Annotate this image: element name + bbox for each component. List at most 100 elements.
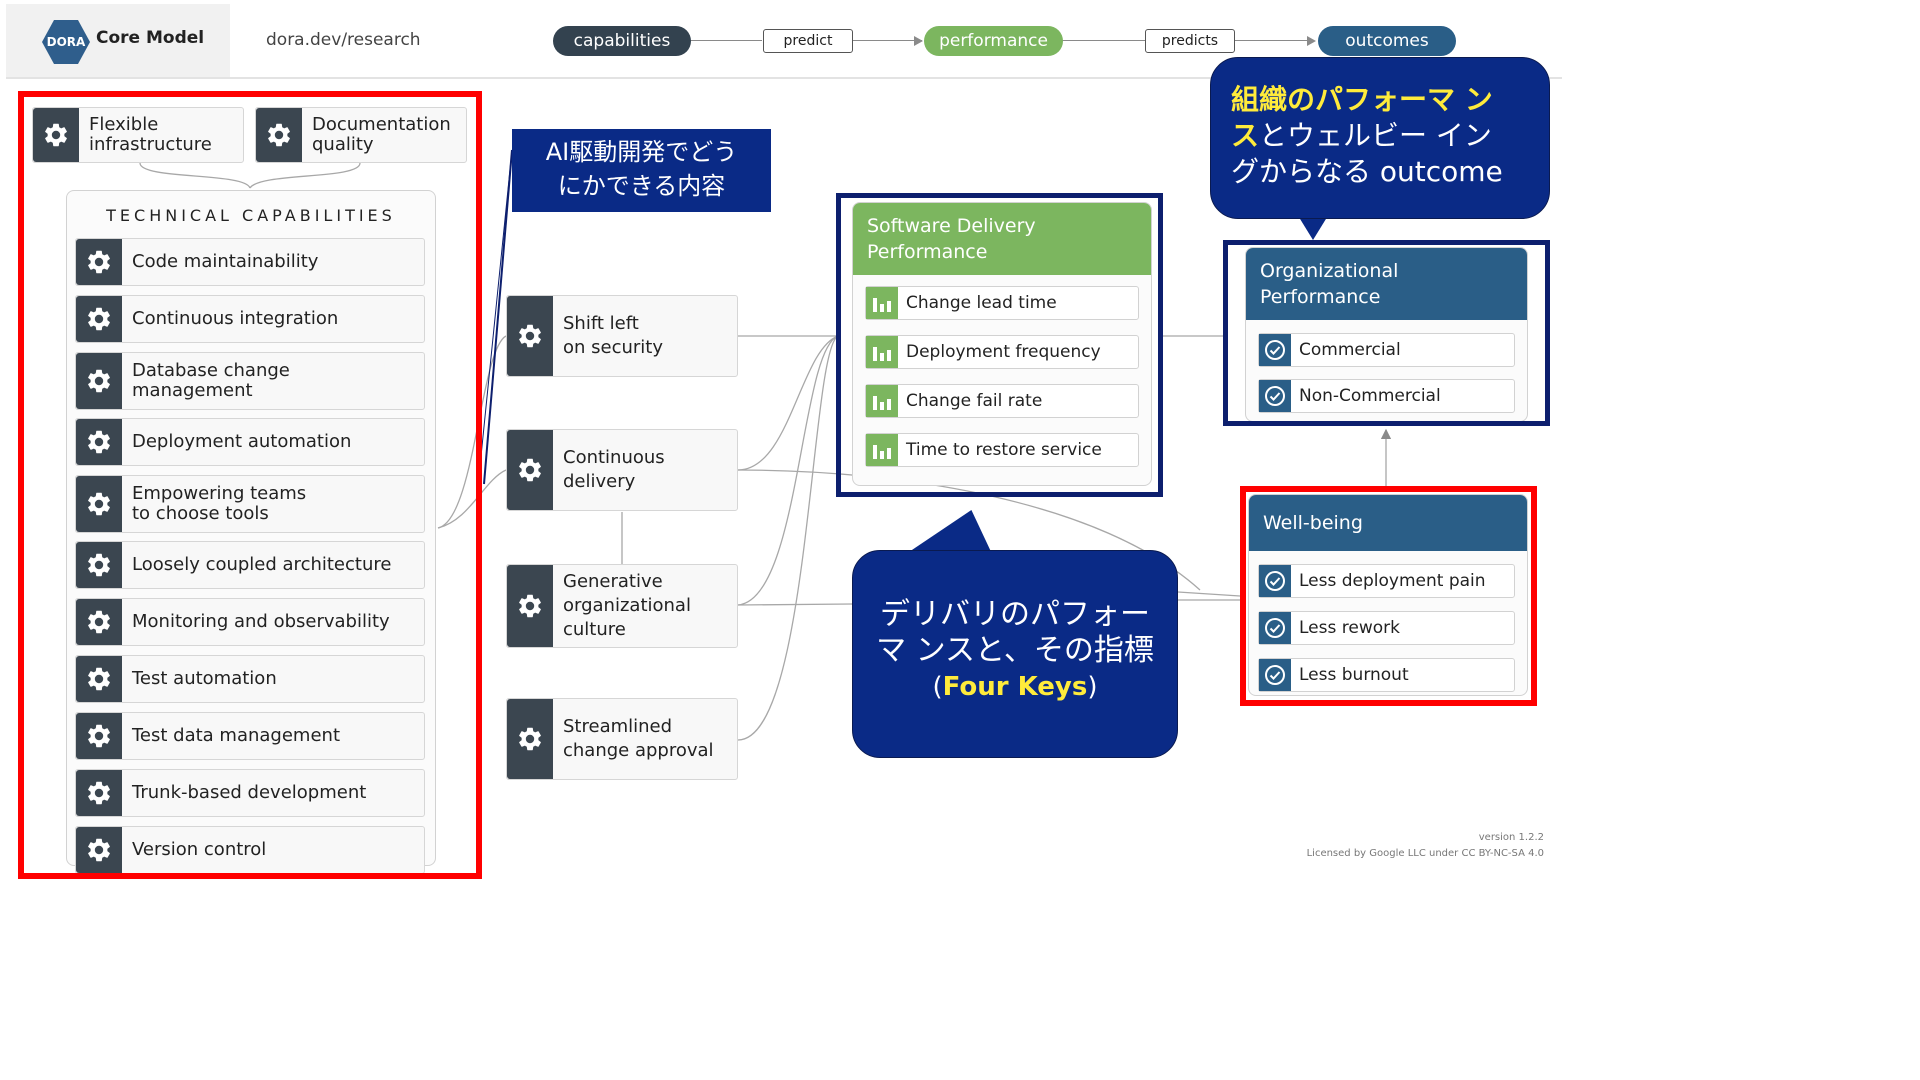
metric-row: Commercial (1258, 333, 1515, 367)
callout-text: デリバリのパフォー (880, 597, 1150, 632)
metric-row: Deployment frequency (865, 335, 1139, 369)
metric-label: Less burnout (1299, 665, 1409, 685)
technical-capability: Continuous integration (75, 295, 425, 343)
capabilities-pill: capabilities (553, 26, 691, 56)
check-circle-icon (1259, 380, 1291, 412)
callout-text: ( (932, 672, 943, 702)
gear-icon (507, 699, 553, 779)
metric-label: Change fail rate (906, 391, 1043, 411)
capability-label: Streamlined (563, 716, 673, 737)
callout-text: AI駆動開発でどう (545, 138, 738, 166)
predicts-label: predicts (1145, 29, 1235, 53)
callout-text: マ ンスと、その指標 (876, 633, 1154, 668)
outcomes-pill: outcomes (1318, 26, 1456, 56)
metric-row: Less rework (1258, 611, 1515, 645)
capability-label: Continuous (563, 447, 665, 468)
callout-text: ) (1087, 672, 1098, 702)
delivery-callout: デリバリのパフォー マ ンスと、その指標 (Four Keys) (852, 550, 1178, 758)
delivery-highlight-box (836, 193, 1163, 497)
organizational-highlight-box (1223, 240, 1550, 426)
technical-capability: Version control (75, 826, 425, 874)
metric-label: Change lead time (906, 293, 1057, 313)
metric-row: Less burnout (1258, 658, 1515, 692)
gear-icon (76, 239, 122, 285)
capability-card: Shift left on security (506, 295, 738, 377)
capability-label: Deployment automation (132, 431, 352, 452)
gear-icon (507, 430, 553, 510)
version-text: version 1.2.2 (1478, 832, 1544, 843)
panel-title-line: Performance (867, 241, 988, 263)
bar-chart-icon (866, 385, 898, 417)
gear-icon (76, 476, 122, 532)
capability-label: infrastructure (89, 134, 212, 155)
metric-label: Less deployment pain (1299, 571, 1486, 591)
gear-icon (76, 296, 122, 342)
callout-text: にかできる内容 (557, 172, 726, 200)
gear-icon (507, 565, 553, 647)
gear-icon (76, 599, 122, 645)
capability-label: Flexible (89, 114, 159, 135)
capability-label: Database change (132, 360, 290, 381)
metric-label: Non-Commercial (1299, 386, 1441, 406)
ai-callout: AI駆動開発でどう にかできる内容 (512, 129, 771, 212)
metric-label: Deployment frequency (906, 342, 1101, 362)
well-being-highlight-box (1240, 486, 1537, 706)
capability-label: Code maintainability (132, 251, 319, 272)
capability-label: delivery (563, 471, 636, 492)
header-divider (6, 77, 1562, 79)
logo-title: Core Model (96, 28, 205, 48)
technical-capability: Test automation (75, 655, 425, 703)
gear-icon (76, 419, 122, 465)
callout-highlight-text: 組織のパフォーマ ン (1231, 83, 1493, 116)
check-circle-icon (1259, 334, 1291, 366)
metric-row: Non-Commercial (1258, 379, 1515, 413)
well-being-title: Well-being (1249, 495, 1527, 551)
software-delivery-title: Software Delivery Performance (853, 203, 1151, 275)
metric-label: Less rework (1299, 618, 1400, 638)
gear-icon (76, 656, 122, 702)
metric-row: Change fail rate (865, 384, 1139, 418)
metric-label: Time to restore service (906, 440, 1102, 460)
capability-label: on security (563, 337, 664, 358)
capability-label: Loosely coupled architecture (132, 554, 392, 575)
capability-label: Shift left (563, 313, 639, 334)
technical-capability: Code maintainability (75, 238, 425, 286)
callout-highlight-text: ス (1231, 119, 1260, 152)
gear-icon (76, 770, 122, 816)
metric-label: Commercial (1299, 340, 1401, 360)
outcome-callout: 組織のパフォーマ ン スとウェルビー イン グからなる outcome (1210, 57, 1550, 219)
arrow-head-icon (1307, 36, 1316, 46)
capability-label: to choose tools (132, 503, 269, 524)
check-circle-icon (1259, 612, 1291, 644)
gear-icon (76, 827, 122, 873)
capability-label: Version control (132, 839, 267, 860)
ai-scope-highlight-box (18, 91, 482, 879)
capability-label: management (132, 380, 253, 401)
check-circle-icon (1259, 565, 1291, 597)
capability-card: Continuous delivery (506, 429, 738, 511)
panel-title-line: Software Delivery (867, 215, 1036, 237)
callout-text: グからなる outcome (1231, 155, 1503, 188)
metric-row: Change lead time (865, 286, 1139, 320)
technical-capabilities-title: TECHNICAL CAPABILITIES (106, 206, 396, 225)
capability-label: Generative (563, 571, 663, 592)
bar-chart-icon (866, 287, 898, 319)
four-keys-label: Four Keys (942, 672, 1088, 702)
technical-capability: Monitoring and observability (75, 598, 425, 646)
arrow-head-icon (914, 36, 923, 46)
dora-core-model-slide: DORA Core Model dora.dev/research capabi… (6, 4, 1562, 882)
flow-connector (690, 40, 762, 41)
license-text: Licensed by Google LLC under CC BY-NC-SA… (1306, 848, 1544, 859)
gear-icon (76, 542, 122, 588)
capability-label: Test automation (132, 668, 277, 689)
capability-label: organizational (563, 595, 691, 616)
gear-icon (33, 108, 79, 162)
metric-row: Time to restore service (865, 433, 1139, 467)
